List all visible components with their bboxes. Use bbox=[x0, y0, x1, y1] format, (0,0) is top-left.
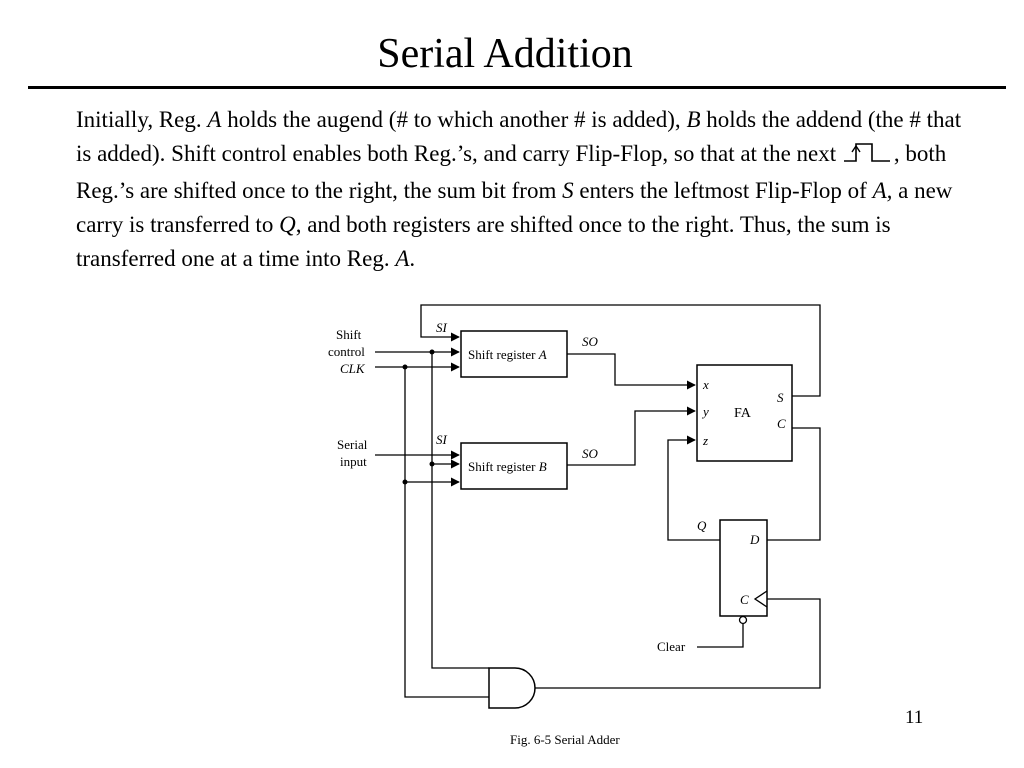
clk-label: CLK bbox=[340, 361, 366, 376]
shift-control-label-line2: control bbox=[328, 344, 365, 359]
shift-register-a-label: Shift register A bbox=[468, 347, 547, 362]
register-a-ref: A bbox=[395, 246, 410, 271]
clock-rising-edge-icon bbox=[842, 140, 894, 174]
clock-triangle bbox=[753, 590, 768, 608]
text-segment: , both Reg.’s are shifted once to the ri… bbox=[76, 141, 947, 203]
text-segment: , and both registers are shifted once to… bbox=[76, 212, 891, 271]
fa-x-input-label: x bbox=[702, 377, 709, 392]
page-number: 11 bbox=[905, 707, 924, 728]
register-b-so-label: SO bbox=[582, 446, 599, 461]
body-paragraph: Initially, Reg. A holds the augend (# to… bbox=[76, 103, 976, 276]
flip-flop-d-label: D bbox=[749, 532, 760, 547]
fa-sum-output-label: S bbox=[777, 390, 784, 405]
text-segment: holds the augend (# to which another # i… bbox=[221, 107, 687, 132]
shift-register-b-label: Shift register B bbox=[468, 459, 547, 474]
fa-z-input-label: z bbox=[702, 433, 708, 448]
circuit-wires bbox=[375, 304, 821, 698]
fa-carry-output-label: C bbox=[777, 416, 786, 431]
register-b-ref: B bbox=[686, 107, 701, 132]
clear-label: Clear bbox=[657, 639, 686, 654]
figure-caption: Fig. 6-5 Serial Adder bbox=[510, 732, 620, 747]
text-segment: Initially, Reg. bbox=[76, 107, 208, 132]
slide-title: Serial Addition bbox=[377, 31, 633, 77]
full-adder bbox=[696, 364, 793, 462]
fa-y-input-label: y bbox=[701, 404, 709, 419]
flip-flop-q-label: Q bbox=[697, 518, 707, 533]
shift-register-a bbox=[460, 330, 568, 378]
shift-register-b bbox=[460, 442, 568, 490]
shift-control-label: Shift bbox=[336, 327, 362, 342]
register-a-so-label: SO bbox=[582, 334, 599, 349]
sum-output-ref: S bbox=[562, 178, 574, 203]
register-a-si-label: SI bbox=[436, 320, 448, 335]
and-gate bbox=[488, 667, 536, 709]
text-segment: . bbox=[409, 246, 416, 271]
text-segment: enters the leftmost Flip-Flop of bbox=[573, 178, 873, 203]
serial-input-label: Serial bbox=[337, 437, 368, 452]
title-divider bbox=[28, 86, 1006, 89]
full-adder-label: FA bbox=[734, 406, 752, 421]
text-segment: a new carry is transferred to bbox=[76, 178, 953, 237]
carry-q-ref: Q bbox=[279, 212, 296, 237]
register-a-ref: A bbox=[207, 107, 222, 132]
carry-flip-flop bbox=[719, 519, 768, 617]
register-a-ref: A, bbox=[872, 178, 893, 203]
serial-input-label-line2: input bbox=[340, 454, 367, 469]
register-b-si-label: SI bbox=[436, 432, 448, 447]
text-segment: holds the addend (the # that is added). … bbox=[76, 107, 962, 166]
clear-bubble bbox=[738, 615, 748, 625]
flip-flop-c-label: C bbox=[740, 592, 749, 607]
